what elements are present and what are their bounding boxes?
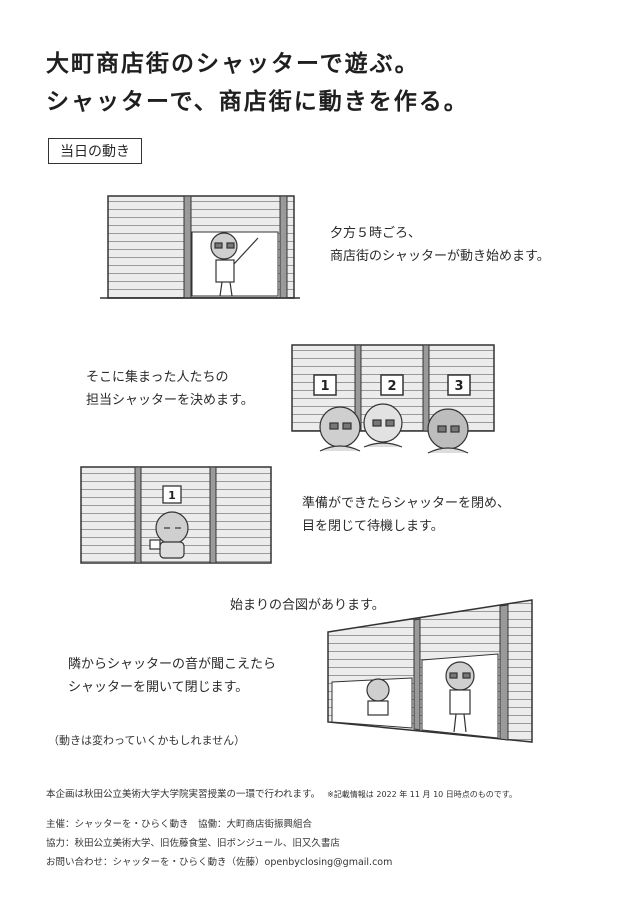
illustration-numbered-shutters: 1 2 3 — [291, 344, 495, 454]
illustration-closed-shutter-waiting: 1 — [80, 466, 272, 564]
note-text: （動きは変わっていくかもしれません） — [48, 734, 246, 747]
caption-line: 夕方５時ごろ、 — [330, 226, 422, 241]
caption-line: 商店街のシャッターが動き始めます。 — [330, 249, 550, 264]
illustration-shutters-in-perspective — [327, 599, 533, 743]
disclaimer-text: ※記載情報は 2022 年 11 月 10 日時点のものです。 — [327, 790, 517, 799]
caption-line: 目を閉じて待機します。 — [302, 519, 444, 534]
step-3-caption: 準備ができたらシャッターを閉め、 目を閉じて待機します。 — [302, 492, 510, 538]
caption-line: シャッターを開いて閉じます。 — [68, 680, 249, 695]
shutter-number-1: 1 — [320, 379, 329, 394]
caption-line: 始まりの合図があります。 — [230, 598, 385, 613]
person-figure — [210, 232, 259, 297]
cooperation-line: 協力：秋田公立美術大学、旧佐藤食堂、旧ボンジュール、旧又久書店 — [46, 838, 340, 849]
organizer-line: 主催：シャッターを・ひらく動き 協働：大町商店街振興組合 — [46, 819, 313, 830]
step-5-caption: 隣からシャッターの音が聞こえたら シャッターを開いて閉じます。 — [68, 653, 276, 699]
illustration-shutter-opening — [100, 195, 300, 299]
shutter-number-3: 3 — [454, 379, 463, 394]
footer-project-line: 本企画は秋田公立美術大学大学院実習授業の一環で行われます。 ※記載情報は 202… — [46, 786, 517, 800]
headline-line-1: 大町商店街のシャッターで遊ぶ。 — [46, 51, 420, 77]
caption-line: 担当シャッターを決めます。 — [86, 393, 254, 408]
caption-line: そこに集まった人たちの — [86, 370, 229, 385]
shutter-number-2: 2 — [387, 379, 396, 394]
contact-line: お問い合わせ：シャッターを・ひらく動き（佐藤）openbyclosing@gma… — [46, 857, 393, 868]
caption-line: 隣からシャッターの音が聞こえたら — [68, 657, 277, 672]
person-figure-right — [445, 661, 475, 733]
section-label: 当日の動き — [48, 138, 142, 164]
step-4-caption: 始まりの合図があります。 — [230, 594, 385, 617]
step-2-caption: そこに集まった人たちの 担当シャッターを決めます。 — [86, 366, 254, 412]
shutter-number-1: 1 — [168, 489, 176, 502]
people-group — [319, 403, 469, 454]
person-figure-left — [366, 678, 390, 716]
step-1-caption: 夕方５時ごろ、 商店街のシャッターが動き始めます。 — [330, 222, 550, 268]
project-text: 本企画は秋田公立美術大学大学院実習授業の一環で行われます。 — [46, 789, 321, 800]
person-figure — [149, 511, 189, 559]
headline-line-2: シャッターで、商店街に動きを作る。 — [46, 89, 469, 115]
caption-line: 準備ができたらシャッターを閉め、 — [302, 496, 511, 511]
